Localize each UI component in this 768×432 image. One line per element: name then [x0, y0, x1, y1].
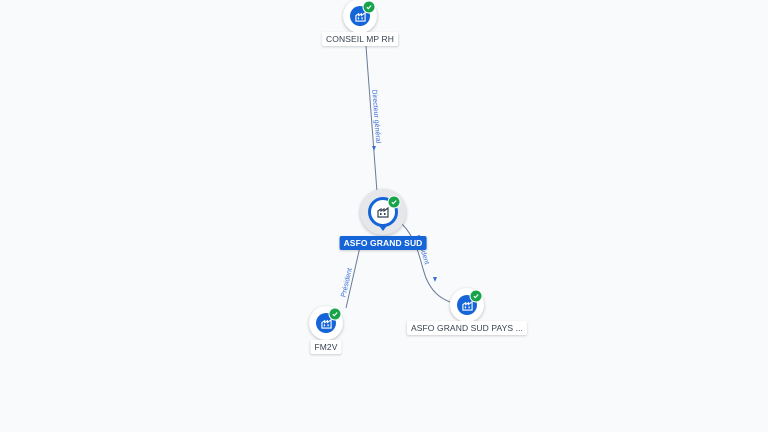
node-label: ASFO GRAND SUD PAYS ...	[406, 321, 528, 335]
arrow-icon	[372, 146, 376, 151]
node-label: CONSEIL MP RH	[322, 32, 398, 46]
node-label: ASFO GRAND SUD	[339, 236, 427, 250]
arrow-icon	[433, 277, 437, 282]
verified-check-icon	[469, 289, 483, 303]
edge-conseil-asfo[interactable]: Directeur général	[365, 45, 381, 193]
svg-text:Directeur général: Directeur général	[370, 89, 381, 144]
verified-check-icon	[387, 195, 401, 209]
verified-check-icon	[362, 0, 376, 14]
node-label: FM2V	[310, 340, 342, 354]
edge-label-directeur-general: Directeur général	[370, 89, 381, 144]
verified-check-icon	[328, 307, 342, 321]
